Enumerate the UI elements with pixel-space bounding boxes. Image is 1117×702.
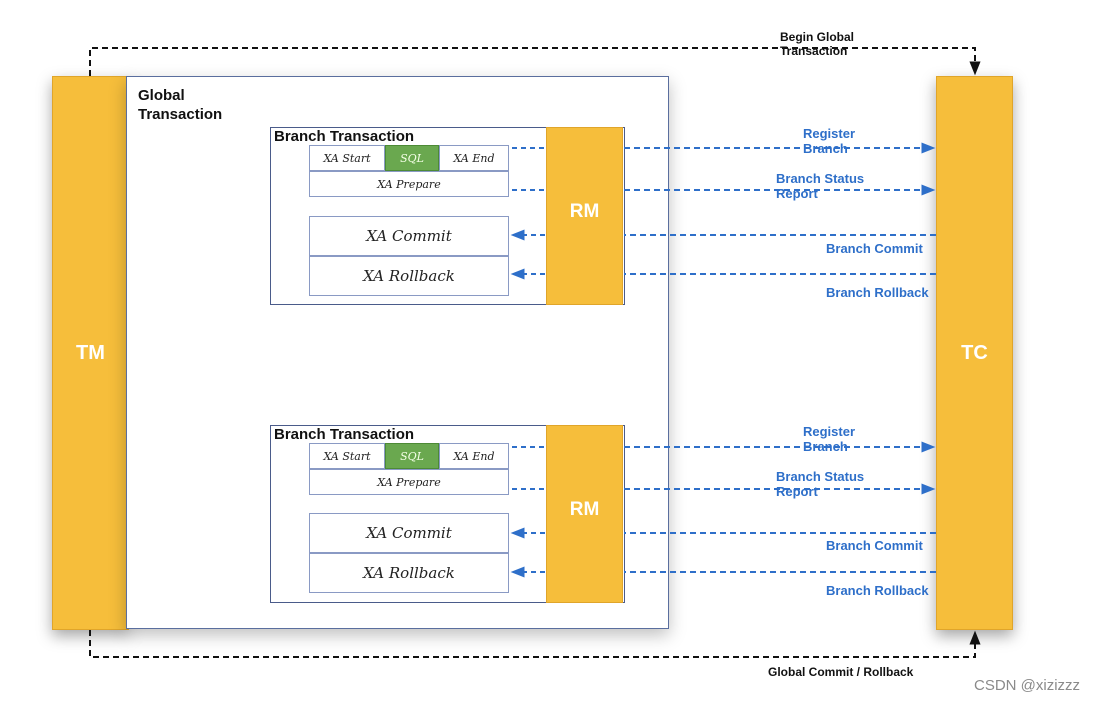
branch-rollback-label-1: Branch Rollback xyxy=(826,285,929,300)
global-commit-rollback-arrow xyxy=(89,630,981,658)
global-transaction-title: Global Transaction xyxy=(138,86,222,124)
xa-end-cell-2: XA End xyxy=(439,443,509,469)
rm-box-1: RM xyxy=(546,127,623,305)
register-branch-label-1-line1: Register xyxy=(803,126,856,141)
tm-bar: TM xyxy=(52,76,129,630)
begin-global-label-line1: Begin Global xyxy=(780,30,855,44)
branch-commit-label-2: Branch Commit xyxy=(826,538,923,553)
global-transaction-title-line2: Transaction xyxy=(138,106,223,123)
status-report-label-2: Branch Status Report xyxy=(776,469,864,499)
status-report-label-1: Branch Status Report xyxy=(776,171,864,201)
rm-label-1: RM xyxy=(569,201,600,222)
branch-rollback-label-2: Branch Rollback xyxy=(826,583,929,598)
xa-rollback-cell-1: XA Rollback xyxy=(309,256,509,296)
branch-transaction-title-1: Branch Transaction xyxy=(274,128,415,145)
begin-global-label-line2: Transaction xyxy=(780,44,848,58)
rm-label-2: RM xyxy=(569,499,600,520)
branch-commit-label-1: Branch Commit xyxy=(826,241,923,256)
status-report-label-1-line1: Branch Status xyxy=(776,171,865,186)
register-branch-label-2: Register Branch xyxy=(803,424,855,454)
register-branch-label-2-line1: Register xyxy=(803,424,856,439)
tm-label: TM xyxy=(76,341,105,364)
xa-rollback-cell-2: XA Rollback xyxy=(309,553,509,593)
begin-global-arrow xyxy=(89,47,981,76)
xa-start-cell-2: XA Start xyxy=(309,443,385,469)
xa-prepare-cell-1: XA Prepare xyxy=(309,171,509,197)
status-report-label-1-line2: Report xyxy=(776,186,818,201)
xa-start-cell-1: XA Start xyxy=(309,145,385,171)
xa-commit-cell-2: XA Commit xyxy=(309,513,509,553)
global-transaction-title-line1: Global xyxy=(138,87,185,104)
register-branch-label-1: Register Branch xyxy=(803,126,855,156)
tc-bar: TC xyxy=(936,76,1013,630)
register-branch-label-1-line2: Branch xyxy=(803,141,848,156)
xa-prepare-cell-2: XA Prepare xyxy=(309,469,509,495)
xa-commit-cell-1: XA Commit xyxy=(309,216,509,256)
register-branch-label-2-line2: Branch xyxy=(803,439,848,454)
sql-cell-2: SQL xyxy=(385,443,439,469)
status-report-label-2-line2: Report xyxy=(776,484,818,499)
tc-label: TC xyxy=(961,341,988,364)
sql-cell-1: SQL xyxy=(385,145,439,171)
global-commit-rollback-label: Global Commit / Rollback xyxy=(768,665,914,679)
xa-end-cell-1: XA End xyxy=(439,145,509,171)
rm-box-2: RM xyxy=(546,425,623,603)
branch-transaction-title-2: Branch Transaction xyxy=(274,426,415,443)
watermark: CSDN @xizizzz xyxy=(974,677,1081,694)
status-report-label-2-line1: Branch Status xyxy=(776,469,865,484)
begin-global-transaction-label: Begin Global Transaction xyxy=(780,30,854,58)
